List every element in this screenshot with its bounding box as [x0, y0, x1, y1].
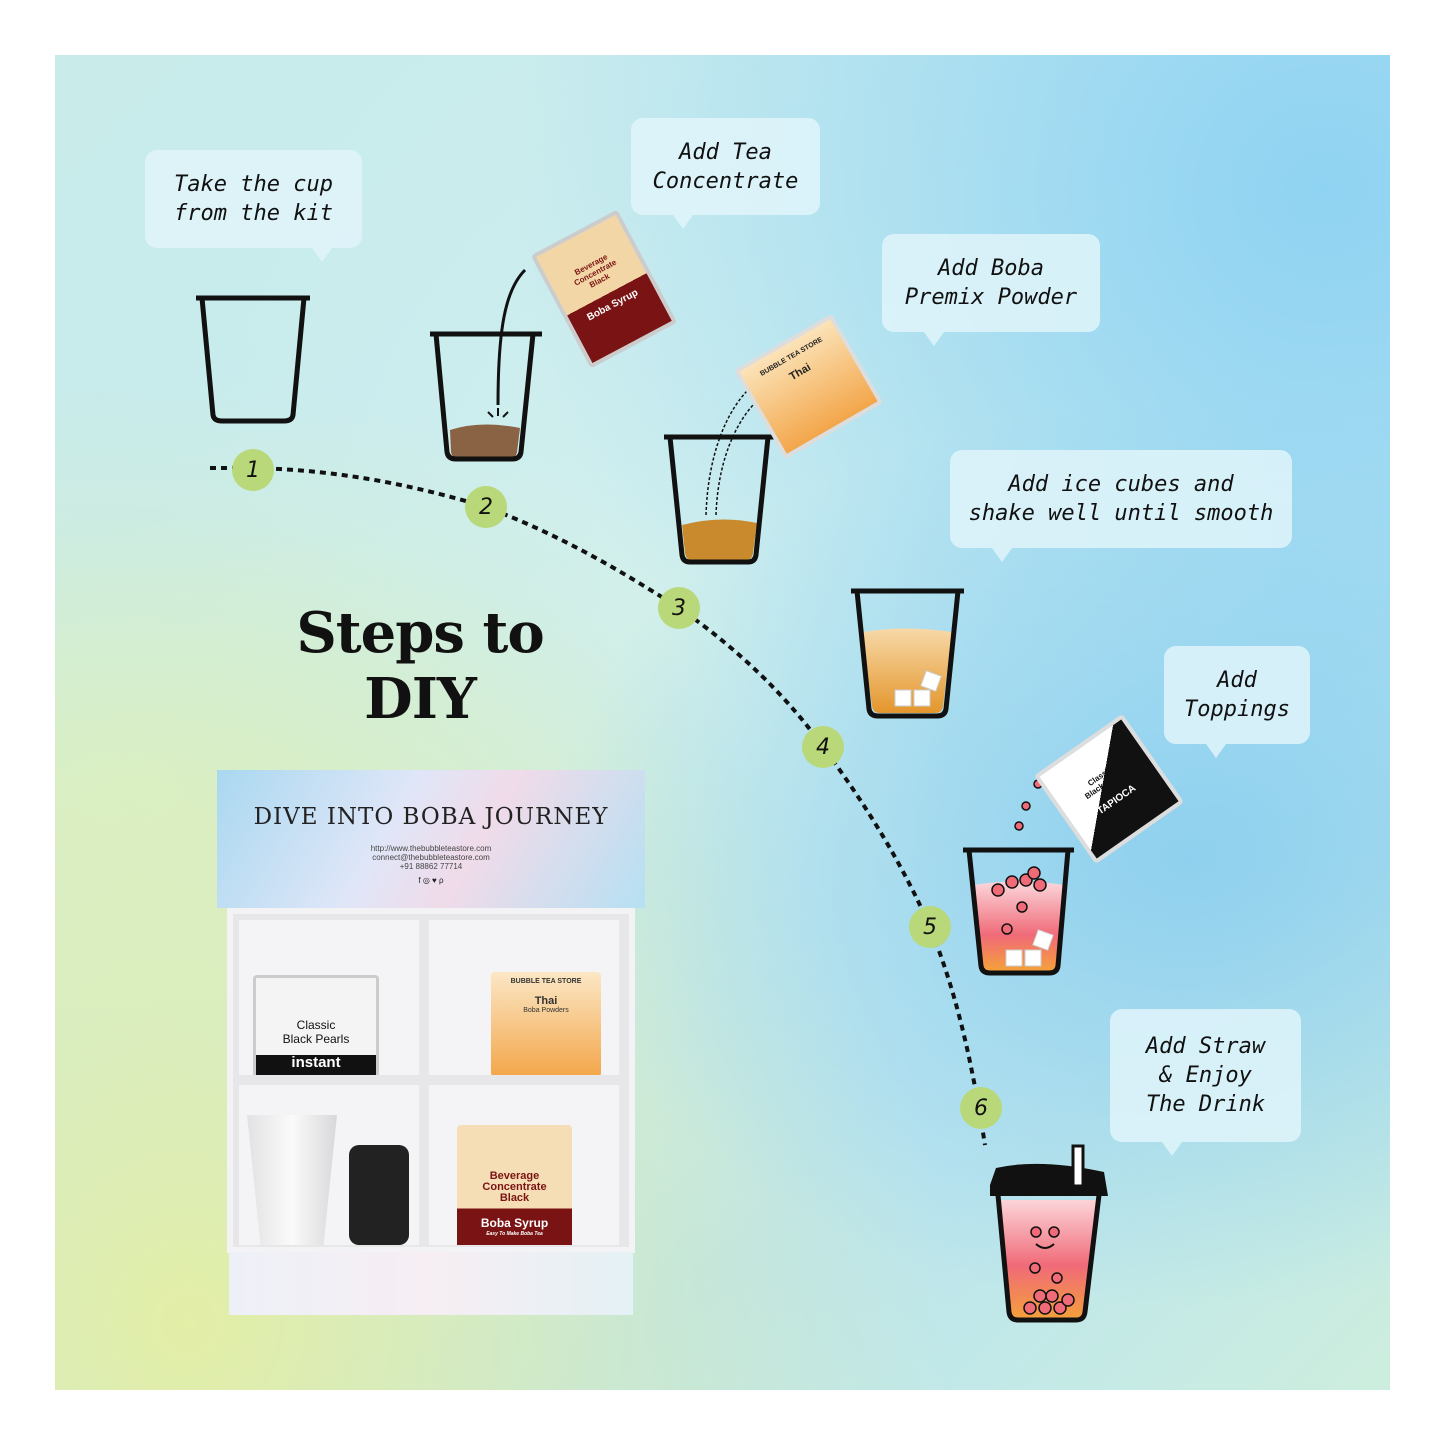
box-front-panel [229, 1252, 633, 1315]
step-2-text: Add Tea [679, 139, 772, 165]
step-3-text: Add Boba [938, 256, 1044, 281]
step-6-text: The Drink [1145, 1092, 1266, 1117]
step-2-number: 2 [465, 486, 507, 528]
step-2-bubble: Add Tea Concentrate [631, 118, 820, 229]
step-4-text: shake well until smooth [968, 501, 1274, 526]
box-email: connect@thebubbleteastore.com [372, 853, 490, 862]
step-1-text: Take the cup [174, 172, 333, 197]
concentrate-sachet: Beverage Concentrate Black Boba Syrup Ea… [457, 1125, 572, 1245]
thai-sachet: BUBBLE TEA STORE Thai Boba Powders [491, 972, 601, 1075]
step-1-number: 1 [232, 449, 274, 491]
box-phone: +91 88862 77714 [399, 862, 463, 871]
compartment-thai: BUBBLE TEA STORE Thai Boba Powders [429, 920, 619, 1075]
sachet-text: Classic [1086, 764, 1115, 789]
compartment-concentrate: Beverage Concentrate Black Boba Syrup Ea… [429, 1085, 619, 1245]
step-6-text: Add Straw [1145, 1034, 1266, 1059]
step-6-number: 6 [960, 1087, 1002, 1129]
empty-cup-icon [196, 295, 310, 424]
box-contact: http://www.thebubbleteastore.com connect… [217, 844, 645, 885]
pearls-sachet: Classic Black Pearls instant [253, 975, 379, 1075]
step-4-text: Add ice cubes and [1008, 472, 1234, 497]
step-6-bubble: Add Straw & Enjoy The Drink [1110, 1009, 1301, 1156]
sachet-text: Boba Powders [523, 1007, 569, 1014]
box-website: http://www.thebubbleteastore.com [370, 844, 492, 853]
finished-drink-icon [990, 1144, 1108, 1323]
compartment-pearls: Classic Black Pearls instant [239, 920, 419, 1075]
step-5-text: Add [1217, 668, 1257, 693]
diy-kit-box: DIVE INTO BOBA JOURNEY http://www.thebub… [217, 770, 645, 1315]
step-1-text: from the kit [174, 201, 333, 226]
sachet-brand: BUBBLE TEA STORE [510, 978, 582, 985]
box-title: DIVE INTO BOBA JOURNEY [253, 804, 609, 830]
step-3-bubble: Add Boba Premix Powder [882, 234, 1100, 346]
social-icons: f ◎ ♥ ρ [418, 876, 444, 885]
cup-with-premix-icon [664, 379, 774, 565]
page-title: Steps to DIY [290, 600, 550, 732]
title-line-2: DIY [364, 666, 477, 732]
cup-with-toppings-icon [963, 779, 1074, 976]
sachet-text: Classic [296, 1018, 336, 1032]
cup-with-ice-icon [851, 588, 964, 719]
step-4-number: 4 [802, 726, 844, 768]
sachet-text: Beverage [489, 1170, 540, 1182]
step-5-bubble: Add Toppings [1164, 646, 1310, 758]
step-5-text: Toppings [1184, 697, 1290, 722]
step-5-number: 5 [909, 906, 951, 948]
step-2-text: Concentrate [652, 168, 799, 194]
step-3-number: 3 [658, 587, 700, 629]
sachet-text: Concentrate [482, 1181, 547, 1193]
compartment-cups [239, 1085, 419, 1245]
step-4-bubble: Add ice cubes and shake well until smoot… [950, 450, 1292, 562]
cup-with-concentrate-icon [430, 268, 542, 462]
box-lid-panel: DIVE INTO BOBA JOURNEY http://www.thebub… [217, 770, 645, 908]
sachet-text: instant [291, 1054, 341, 1071]
title-line-1: Steps to [296, 600, 544, 666]
sachet-text: Black [499, 1192, 530, 1204]
cup-stack-icon [247, 1115, 337, 1245]
step-1-bubble: Take the cup from the kit [145, 150, 362, 262]
lid-stack-icon [349, 1145, 409, 1245]
dotted-path [210, 466, 987, 1146]
sachet-text: Black Pearls [282, 1032, 350, 1046]
step-3-text: Premix Powder [904, 285, 1078, 310]
box-compartments: Classic Black Pearls instant BUBBLE TEA … [227, 908, 635, 1253]
step-6-text: & Enjoy [1159, 1063, 1252, 1088]
sachet-tagline: Easy To Make Boba Tea [486, 1231, 543, 1237]
sachet-text: Thai [534, 995, 558, 1007]
sachet-brand: Boba Syrup [480, 1216, 549, 1230]
